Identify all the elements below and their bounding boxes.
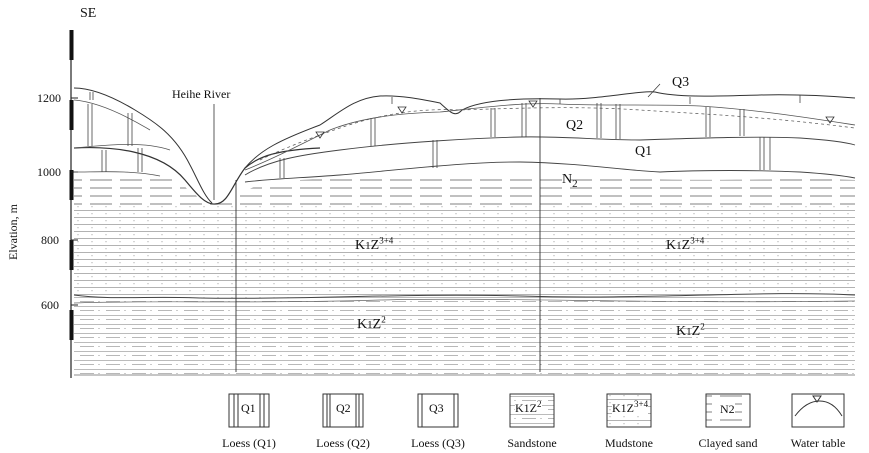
legend-symbol-q1: Q1 xyxy=(241,402,256,414)
legend-caption-mudstone: Mudstone xyxy=(584,436,674,451)
river-label: Heihe River xyxy=(172,88,230,100)
label-q1: Q1 xyxy=(635,145,652,159)
right-loess-top xyxy=(245,92,855,168)
legend-caption-q2: Loess (Q2) xyxy=(298,436,388,451)
label-q2: Q2 xyxy=(566,119,583,133)
label-n2: N2 xyxy=(562,173,578,190)
legend-symbol-mudstone: K1Z3+4 xyxy=(612,402,648,414)
clayed-sand-layer xyxy=(74,174,855,205)
left-loess-hatch xyxy=(88,92,142,172)
legend-caption-q1: Loess (Q1) xyxy=(204,436,294,451)
label-mudstone-left: K1Z3+4 xyxy=(355,239,393,253)
sandstone-layer xyxy=(74,294,855,375)
legend-caption-q3: Loess (Q3) xyxy=(393,436,483,451)
label-sandstone-right: K1Z2 xyxy=(676,325,705,339)
y-tick-800: 800 xyxy=(41,234,59,246)
legend-symbol-sandstone: K1Z2 xyxy=(515,402,542,414)
legend-caption-sandstone: Sandstone xyxy=(487,436,577,451)
y-tick-1200: 1200 xyxy=(37,92,61,104)
water-table-line xyxy=(260,108,855,160)
legend-symbol-q3: Q3 xyxy=(429,402,444,414)
legend-caption-water-table: Water table xyxy=(773,436,863,451)
legend-symbol-clayed-sand: N2 xyxy=(720,403,735,415)
label-q3: Q3 xyxy=(672,76,689,90)
legend-caption-clayed-sand: Clayed sand xyxy=(683,436,773,451)
y-axis-label: Elvation, m xyxy=(7,204,19,260)
label-mudstone-right: K1Z3+4 xyxy=(666,239,704,253)
label-sandstone-left: K1Z2 xyxy=(357,318,386,332)
mudstone-layer xyxy=(74,205,855,298)
direction-label: SE xyxy=(80,7,96,21)
y-tick-600: 600 xyxy=(41,299,59,311)
legend-symbol-q2: Q2 xyxy=(336,402,351,414)
y-tick-1000: 1000 xyxy=(37,166,61,178)
q1-q2-boundary xyxy=(245,137,855,175)
